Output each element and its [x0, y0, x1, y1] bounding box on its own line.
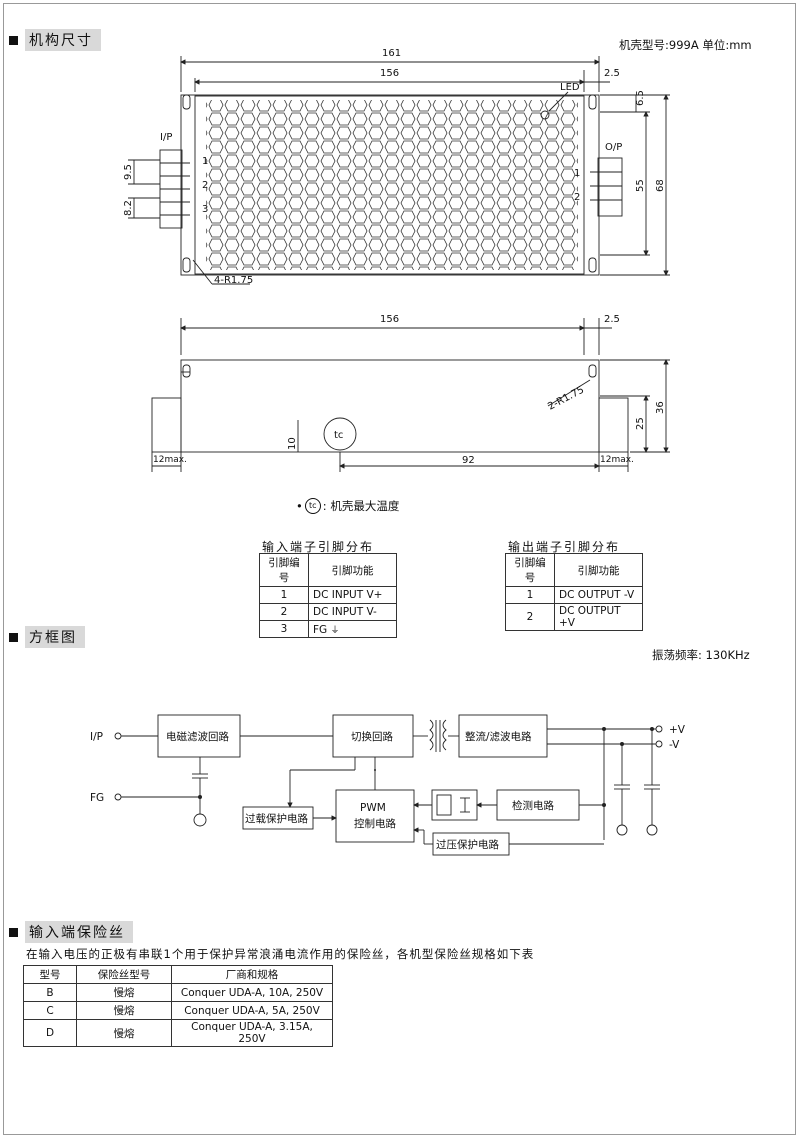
section-title: 方框图: [25, 626, 85, 648]
dim-10: 10: [287, 437, 298, 450]
bd-ip-label: I/P: [90, 731, 103, 743]
dim-9-5: 9.5: [123, 164, 134, 180]
oscillation-freq: 振荡频率: 130KHz: [652, 648, 750, 662]
dim-68: 68: [655, 179, 666, 192]
bd-emi-filter: 电磁滤波回路: [166, 730, 229, 743]
tc-note: • tc : 机壳最大温度: [296, 498, 400, 514]
opin-1: 1: [574, 168, 580, 179]
ipin-2: 2: [202, 180, 208, 191]
page-frame: [3, 3, 796, 1135]
block-diagram: I/P FG 电磁滤波回路 切换回路 整流/滤波电路 PWM 控制电路 检测电路…: [90, 714, 686, 856]
dim-55: 55: [635, 179, 646, 192]
dim-156-top: 156: [380, 68, 399, 79]
dim-2-5-top: 2.5: [604, 68, 620, 79]
section-title: 机构尺寸: [25, 29, 101, 51]
dim-12-right: 12max.: [600, 455, 634, 465]
bd-switch: 切换回路: [351, 730, 393, 743]
tc-circle-label: tc: [334, 430, 343, 441]
dim-92: 92: [462, 455, 475, 466]
mechanical-drawing: 161 156 2.5 LED I/P O/P 1 2 3 1 2 4-R1.7…: [123, 48, 670, 472]
bd-olp: 过载保护电路: [245, 812, 308, 825]
ip-label: I/P: [160, 132, 172, 143]
bd-vminus: -V: [669, 739, 680, 751]
dim-25: 25: [635, 417, 646, 430]
dim-2-5-side: 2.5: [604, 314, 620, 325]
bd-pwm-control: 控制电路: [354, 817, 396, 830]
section-mechanical: 机构尺寸: [9, 29, 101, 51]
section-title: 输入端保险丝: [25, 921, 133, 943]
input-pins-title: 输入端子引脚分布: [262, 540, 375, 554]
output-pins-title: 输出端子引脚分布: [508, 540, 621, 554]
tc-note-text: 机壳最大温度: [330, 499, 400, 513]
section-bullet-icon: [9, 632, 18, 642]
dim-36: 36: [655, 401, 666, 414]
dim-12-left: 12max.: [153, 455, 187, 465]
dim-156-side: 156: [380, 314, 399, 325]
fuse-description: 在输入电压的正极有串联1个用于保护异常浪涌电流作用的保险丝，各机型保险丝规格如下…: [26, 947, 535, 961]
table-header-row: 型号 保险丝型号 厂商和规格: [23, 965, 333, 984]
case-info: 机壳型号:999A 单位:mm: [619, 38, 752, 52]
dim-6-5: 6.5: [635, 90, 646, 106]
table-header-row: 引脚编号 引脚功能: [505, 553, 643, 587]
dim-4-r: 4-R1.75: [214, 275, 253, 286]
led-label: LED: [560, 82, 580, 93]
ipin-3: 3: [202, 204, 208, 215]
vent-pattern: [206, 100, 578, 270]
bd-pwm: PWM: [360, 802, 386, 814]
section-bullet-icon: [9, 35, 18, 45]
ground-icon: ⏚: [330, 625, 340, 636]
bd-detect: 检测电路: [512, 799, 554, 812]
bd-rectifier: 整流/滤波电路: [465, 730, 532, 743]
op-label: O/P: [605, 142, 622, 153]
opin-2: 2: [574, 192, 580, 203]
section-bullet-icon: [9, 927, 18, 937]
dim-2-r: 2-R1.75: [546, 385, 586, 413]
bd-ovp: 过压保护电路: [436, 838, 499, 851]
dim-161: 161: [382, 48, 401, 59]
section-fuse: 输入端保险丝: [9, 921, 133, 943]
bullet-dot-icon: •: [296, 499, 303, 513]
dim-8-2: 8.2: [123, 200, 134, 216]
table-header-row: 引脚编号 引脚功能: [259, 553, 397, 587]
bd-vplus: +V: [669, 724, 686, 736]
ipin-1: 1: [202, 156, 208, 167]
bd-fg-label: FG: [90, 792, 104, 804]
tc-symbol-icon: tc: [304, 498, 321, 514]
section-block-diagram: 方框图: [9, 626, 85, 648]
